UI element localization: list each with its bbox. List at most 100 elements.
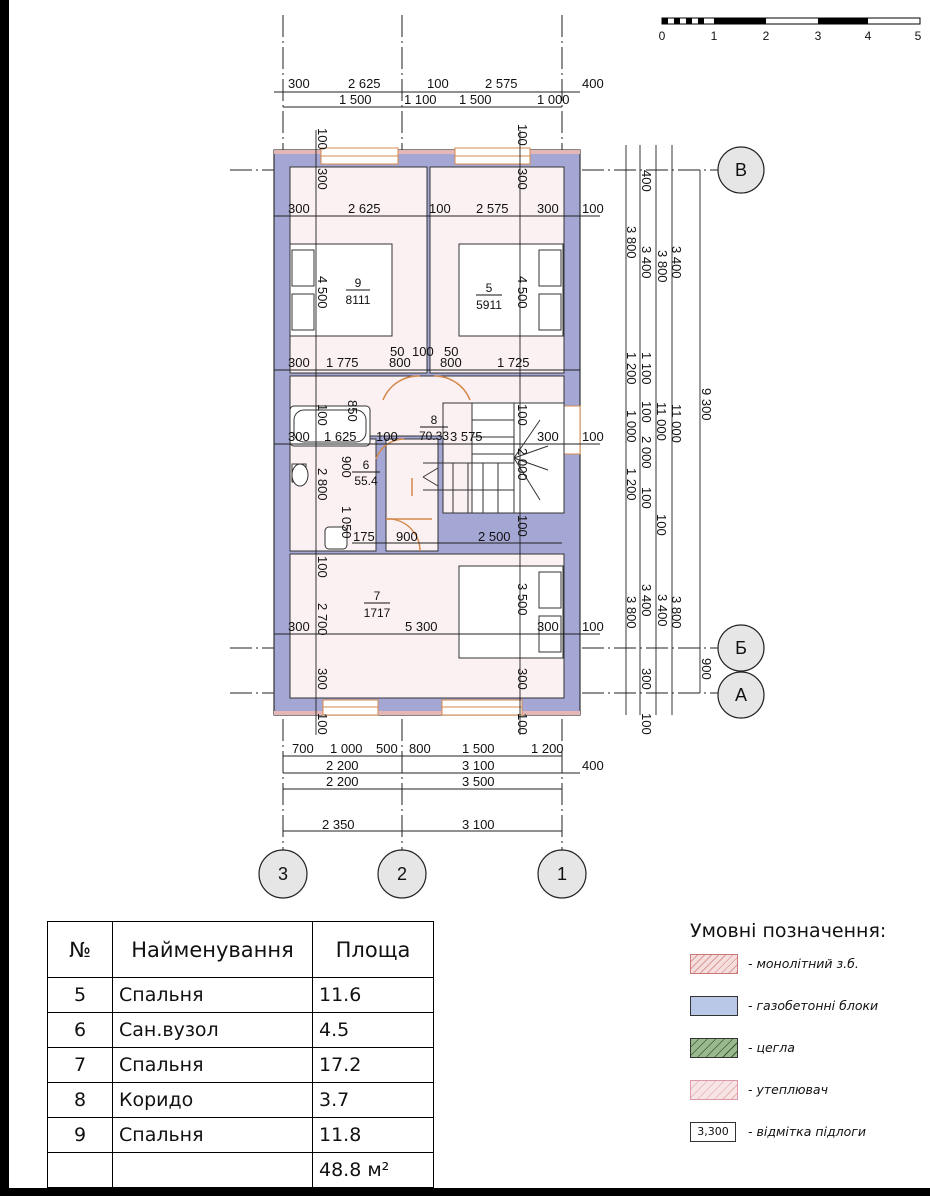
table-row: 6 Сан.вузол 4.5 — [47, 1012, 434, 1048]
dim-text: 300 — [639, 668, 654, 690]
dim-text: 100 — [515, 124, 530, 146]
legend-item-gas-blocks: - газобетонні блоки — [690, 996, 920, 1038]
gas-block-swatch — [690, 996, 738, 1016]
vertical-dimension-texts: 100 300 4 500 4 500 100 300 850 100 900 … — [315, 124, 714, 735]
axis-label-1: 1 — [557, 864, 567, 884]
dim-text: 1 200 — [624, 352, 639, 385]
dim-text: 1 000 — [330, 741, 363, 756]
dim-text: 800 — [409, 741, 431, 756]
dim-text: 2 700 — [315, 603, 330, 636]
axis-label-3: 3 — [278, 864, 288, 884]
dim-text: 2 350 — [322, 817, 355, 832]
dim-text: 100 — [639, 401, 654, 423]
dim-text: 1 100 — [404, 92, 437, 107]
table-row: 5 Спальня 11.6 — [47, 977, 434, 1013]
dim-text: 50 — [390, 344, 404, 359]
dim-text: 100 — [315, 128, 330, 150]
column-header: № — [47, 921, 113, 978]
dim-text: 900 — [396, 529, 418, 544]
dim-text: 100 — [582, 201, 604, 216]
total-area-cell: 48.8 м² — [312, 1152, 434, 1188]
empty-cell — [47, 1152, 113, 1188]
dim-text: 1 500 — [462, 741, 495, 756]
dim-text: 1 725 — [497, 355, 530, 370]
dim-text: 100 — [515, 515, 530, 537]
dim-text: 400 — [639, 170, 654, 192]
dim-text: 3 500 — [462, 774, 495, 789]
drawing-frame-bottom — [0, 1188, 930, 1196]
room-area-cell: 4.5 — [312, 1012, 434, 1048]
dim-text: 175 — [353, 529, 375, 544]
drawing-frame-left — [0, 0, 9, 1196]
dim-text: 1 200 — [624, 468, 639, 501]
room-number: 8 — [431, 413, 438, 427]
dimension-lines — [274, 91, 701, 832]
dim-text: 3 800 — [624, 596, 639, 629]
dim-text: 400 — [582, 76, 604, 91]
scale-tick: 0 — [659, 29, 666, 43]
dim-text: 1 500 — [339, 92, 372, 107]
dim-text: 300 — [288, 355, 310, 370]
dim-text: 2 575 — [476, 201, 509, 216]
column-header: Площа — [312, 921, 434, 978]
room-area: 5911 — [476, 298, 502, 312]
room-number: 7 — [374, 589, 381, 603]
room-area-cell: 17.2 — [312, 1047, 434, 1083]
dim-text: 1 500 — [459, 92, 492, 107]
dim-text: 100 — [427, 76, 449, 91]
dim-text: 3 400 — [669, 246, 684, 279]
legend-label: - монолітний з.б. — [748, 956, 859, 971]
room-area-cell: 11.6 — [312, 977, 434, 1013]
room-area: 70.33 — [419, 429, 449, 443]
axis-markers: В Б А 3 2 1 — [258, 146, 765, 899]
dim-text: 800 — [440, 355, 462, 370]
dim-text: 3 800 — [655, 250, 670, 283]
room-area-cell: 11.8 — [312, 1117, 434, 1153]
legend-item-concrete: - монолітний з.б. — [690, 954, 920, 996]
dim-text: 300 — [537, 619, 559, 634]
dim-text: 50 — [444, 344, 458, 359]
room-number: 6 — [363, 458, 370, 472]
dim-text: 300 — [288, 76, 310, 91]
dim-text: 3 800 — [669, 596, 684, 629]
table-row: 7 Спальня 17.2 — [47, 1047, 434, 1083]
dim-text: 1 625 — [324, 429, 357, 444]
room-name-cell: Спальня — [112, 1117, 313, 1153]
empty-cell — [112, 1152, 313, 1188]
brick-swatch — [690, 1038, 738, 1058]
dim-text: 300 — [315, 668, 330, 690]
room-area: 55.4 — [354, 474, 378, 488]
room-labels: 9 8111 5 5911 8 70.33 6 55.4 7 1717 — [346, 276, 503, 620]
room-name-cell: Коридо — [112, 1082, 313, 1118]
dim-text: 1 100 — [639, 352, 654, 385]
dim-text: 100 — [582, 429, 604, 444]
dim-text: 100 — [639, 713, 654, 735]
legend-item-floor-mark: 3,300 - відмітка підлоги — [690, 1122, 920, 1164]
legend-title: Умовні позначення: — [690, 920, 887, 942]
scale-tick: 4 — [865, 29, 872, 43]
dim-text: 2 200 — [326, 774, 359, 789]
dim-text: 3 575 — [450, 429, 483, 444]
room-no-cell: 8 — [47, 1082, 113, 1118]
table-header-row: № Найменування Площа — [47, 921, 434, 978]
dim-text: 300 — [515, 168, 530, 190]
dim-text: 100 — [315, 713, 330, 735]
dim-text: 3 400 — [655, 594, 670, 627]
dim-text: 100 — [315, 404, 330, 426]
dim-text: 300 — [288, 201, 310, 216]
room-area: 1717 — [364, 606, 391, 620]
dim-text: 11 000 — [654, 402, 669, 441]
legend-label: - відмітка підлоги — [748, 1124, 866, 1139]
dim-text: 3 500 — [515, 583, 530, 616]
dim-text: 100 — [515, 404, 530, 426]
dim-text: 3 100 — [462, 758, 495, 773]
table-row: 8 Коридо 3.7 — [47, 1082, 434, 1118]
scale-tick: 2 — [763, 29, 770, 43]
room-number: 9 — [355, 276, 362, 290]
dim-text: 2 575 — [485, 76, 518, 91]
scale-tick: 1 — [711, 29, 718, 43]
room-name-cell: Сан.вузол — [112, 1012, 313, 1048]
dim-text: 100 — [429, 201, 451, 216]
axis-label-a: А — [735, 685, 747, 705]
